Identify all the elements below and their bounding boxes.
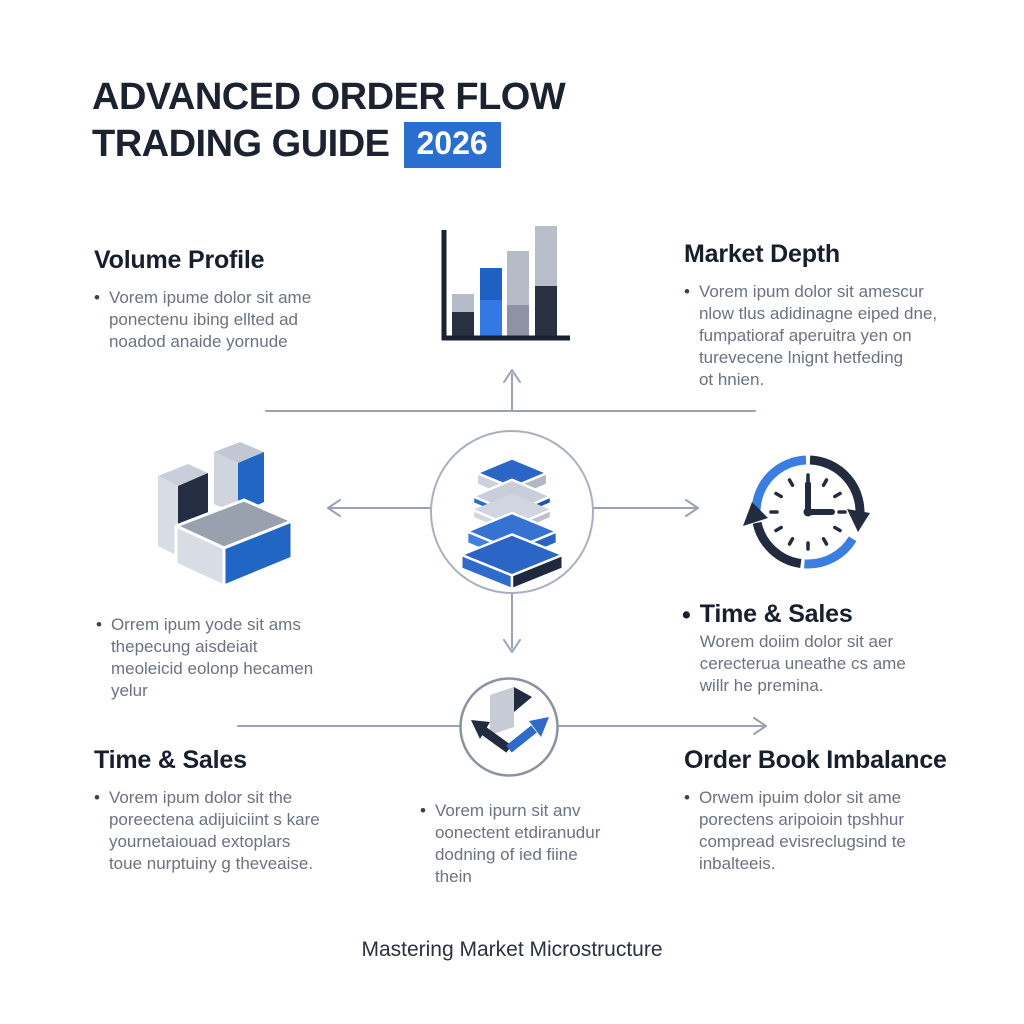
order-book-heading: Order Book Imbalance: [684, 746, 947, 774]
center-circle: [430, 430, 594, 594]
market-depth-heading: Market Depth: [684, 240, 840, 268]
center-note-body: Vorem ipurn sit anv oonectent etdiranudu…: [434, 801, 601, 887]
section-left-note: • Orrem ipum yode sit ams thepecung aisd…: [96, 614, 396, 702]
volume-profile-heading: Volume Profile: [94, 246, 265, 274]
bullet-dot: •: [94, 788, 100, 807]
bullet-dot: •: [684, 282, 690, 301]
box-flow-icon: [459, 677, 559, 777]
stacked-layers-icon: [460, 457, 564, 591]
bullet-dot: •: [94, 288, 100, 307]
order-book-body: Orwem ipuim dolor sit ame porectens arip…: [698, 788, 906, 874]
time-sales-left-heading: Time & Sales: [94, 746, 247, 774]
bar-chart-icon: [441, 226, 570, 341]
bullet-dot: •: [682, 601, 691, 629]
market-depth-body: Vorem ipum dolor sit amescur nlow tlus a…: [698, 282, 938, 390]
page-title-line2: TRADING GUIDE: [92, 123, 390, 166]
section-volume-profile: Volume Profile • Vorem ipume dolor sit a…: [94, 246, 384, 353]
bullet-dot: •: [96, 615, 102, 634]
bullet-dot: •: [684, 788, 690, 807]
time-sales-right-heading: Time & Sales: [699, 600, 853, 628]
time-sales-right-body: Worem doiim dolor sit aer cerecterua une…: [699, 632, 906, 696]
clock-refresh-icon: [743, 455, 870, 569]
section-time-sales-right: • Time & Sales Worem doiim dolor sit aer…: [682, 600, 982, 697]
left-note-body: Orrem ipum yode sit ams thepecung aisdei…: [110, 615, 314, 701]
volume-profile-body: Vorem ipume dolor sit ame ponectenu ibin…: [108, 288, 312, 352]
3d-blocks-icon: [158, 442, 294, 588]
section-order-book: Order Book Imbalance • Orwem ipuim dolor…: [684, 746, 1004, 875]
section-market-depth: Market Depth • Vorem ipum dolor sit ames…: [684, 240, 964, 391]
section-center-note: • Vorem ipurn sit anv oonectent etdiranu…: [420, 800, 670, 888]
time-sales-left-body: Vorem ipum dolor sit the poreectena adij…: [108, 788, 320, 874]
footer-caption: Mastering Market Microstructure: [361, 938, 663, 961]
section-time-sales-left: Time & Sales • Vorem ipum dolor sit the …: [94, 746, 404, 875]
page-title-line1: ADVANCED ORDER FLOW: [92, 76, 566, 118]
page-title: ADVANCED ORDER FLOW TRADING GUIDE 2026: [92, 74, 566, 168]
year-badge: 2026: [403, 121, 501, 168]
bullet-dot: •: [420, 801, 426, 820]
